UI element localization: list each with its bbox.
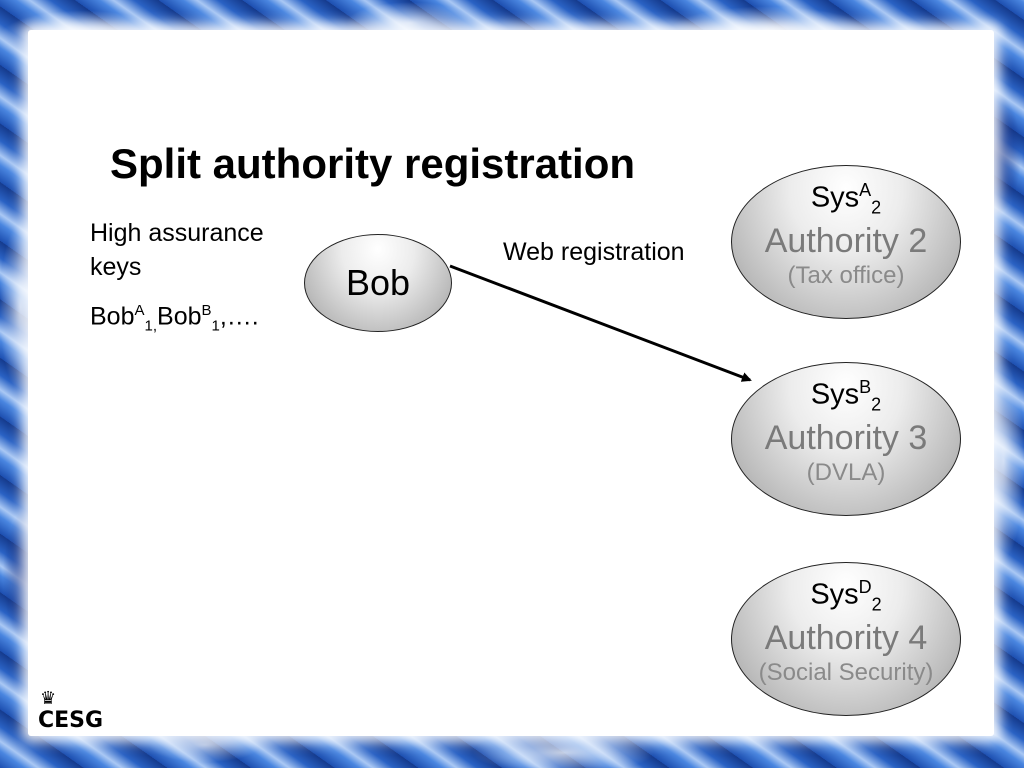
sys-sub: 2 — [871, 197, 882, 218]
authority-4-sys: SysD2 — [732, 571, 960, 620]
crown-icon: ♛ — [40, 688, 57, 709]
sys-sub: 2 — [871, 594, 882, 615]
sys-base: Sys — [810, 578, 859, 611]
sys-sup: A — [859, 180, 872, 200]
bob-label: Bob — [345, 262, 411, 303]
key-1-base: Bob — [90, 302, 135, 331]
authority-2-node: SysA2 Authority 2 (Tax office) — [731, 165, 961, 319]
key-1-sup: A — [134, 302, 145, 319]
authority-2-sys: SysA2 — [732, 174, 960, 223]
authority-3-name: Authority 3 — [764, 419, 928, 458]
keys-label: High assurance keys — [90, 219, 264, 281]
cesg-logo: ♛ CESG — [38, 688, 103, 732]
authority-4-dept: (Social Security) — [758, 659, 934, 687]
authority-3-node: SysB2 Authority 3 (DVLA) — [731, 362, 961, 516]
key-1-sub: 1, — [144, 317, 158, 335]
authority-4-name: Authority 4 — [764, 619, 928, 658]
sys-sub: 2 — [871, 394, 882, 415]
sys-base: Sys — [810, 181, 860, 214]
sys-sup: D — [858, 577, 872, 597]
authority-2-name: Authority 2 — [764, 222, 928, 261]
bob-node: Bob — [304, 234, 452, 332]
keys-list: BobA1,BobB1,…. — [90, 302, 259, 334]
logo-text: CESG — [38, 708, 104, 733]
keys-tail: ,…. — [219, 302, 259, 331]
key-2-base: Bob — [157, 302, 202, 331]
authority-3-sys: SysB2 — [732, 371, 960, 420]
authority-2-dept: (Tax office) — [787, 262, 905, 290]
authority-4-node: SysD2 Authority 4 (Social Security) — [731, 562, 961, 716]
web-registration-label: Web registration — [503, 238, 685, 266]
authority-3-dept: (DVLA) — [806, 459, 886, 487]
slide-title: Split authority registration — [110, 140, 636, 187]
key-2-sub: 1 — [211, 317, 220, 335]
sys-base: Sys — [810, 378, 860, 411]
key-2-sup: B — [201, 302, 212, 319]
sys-sup: B — [859, 377, 872, 397]
